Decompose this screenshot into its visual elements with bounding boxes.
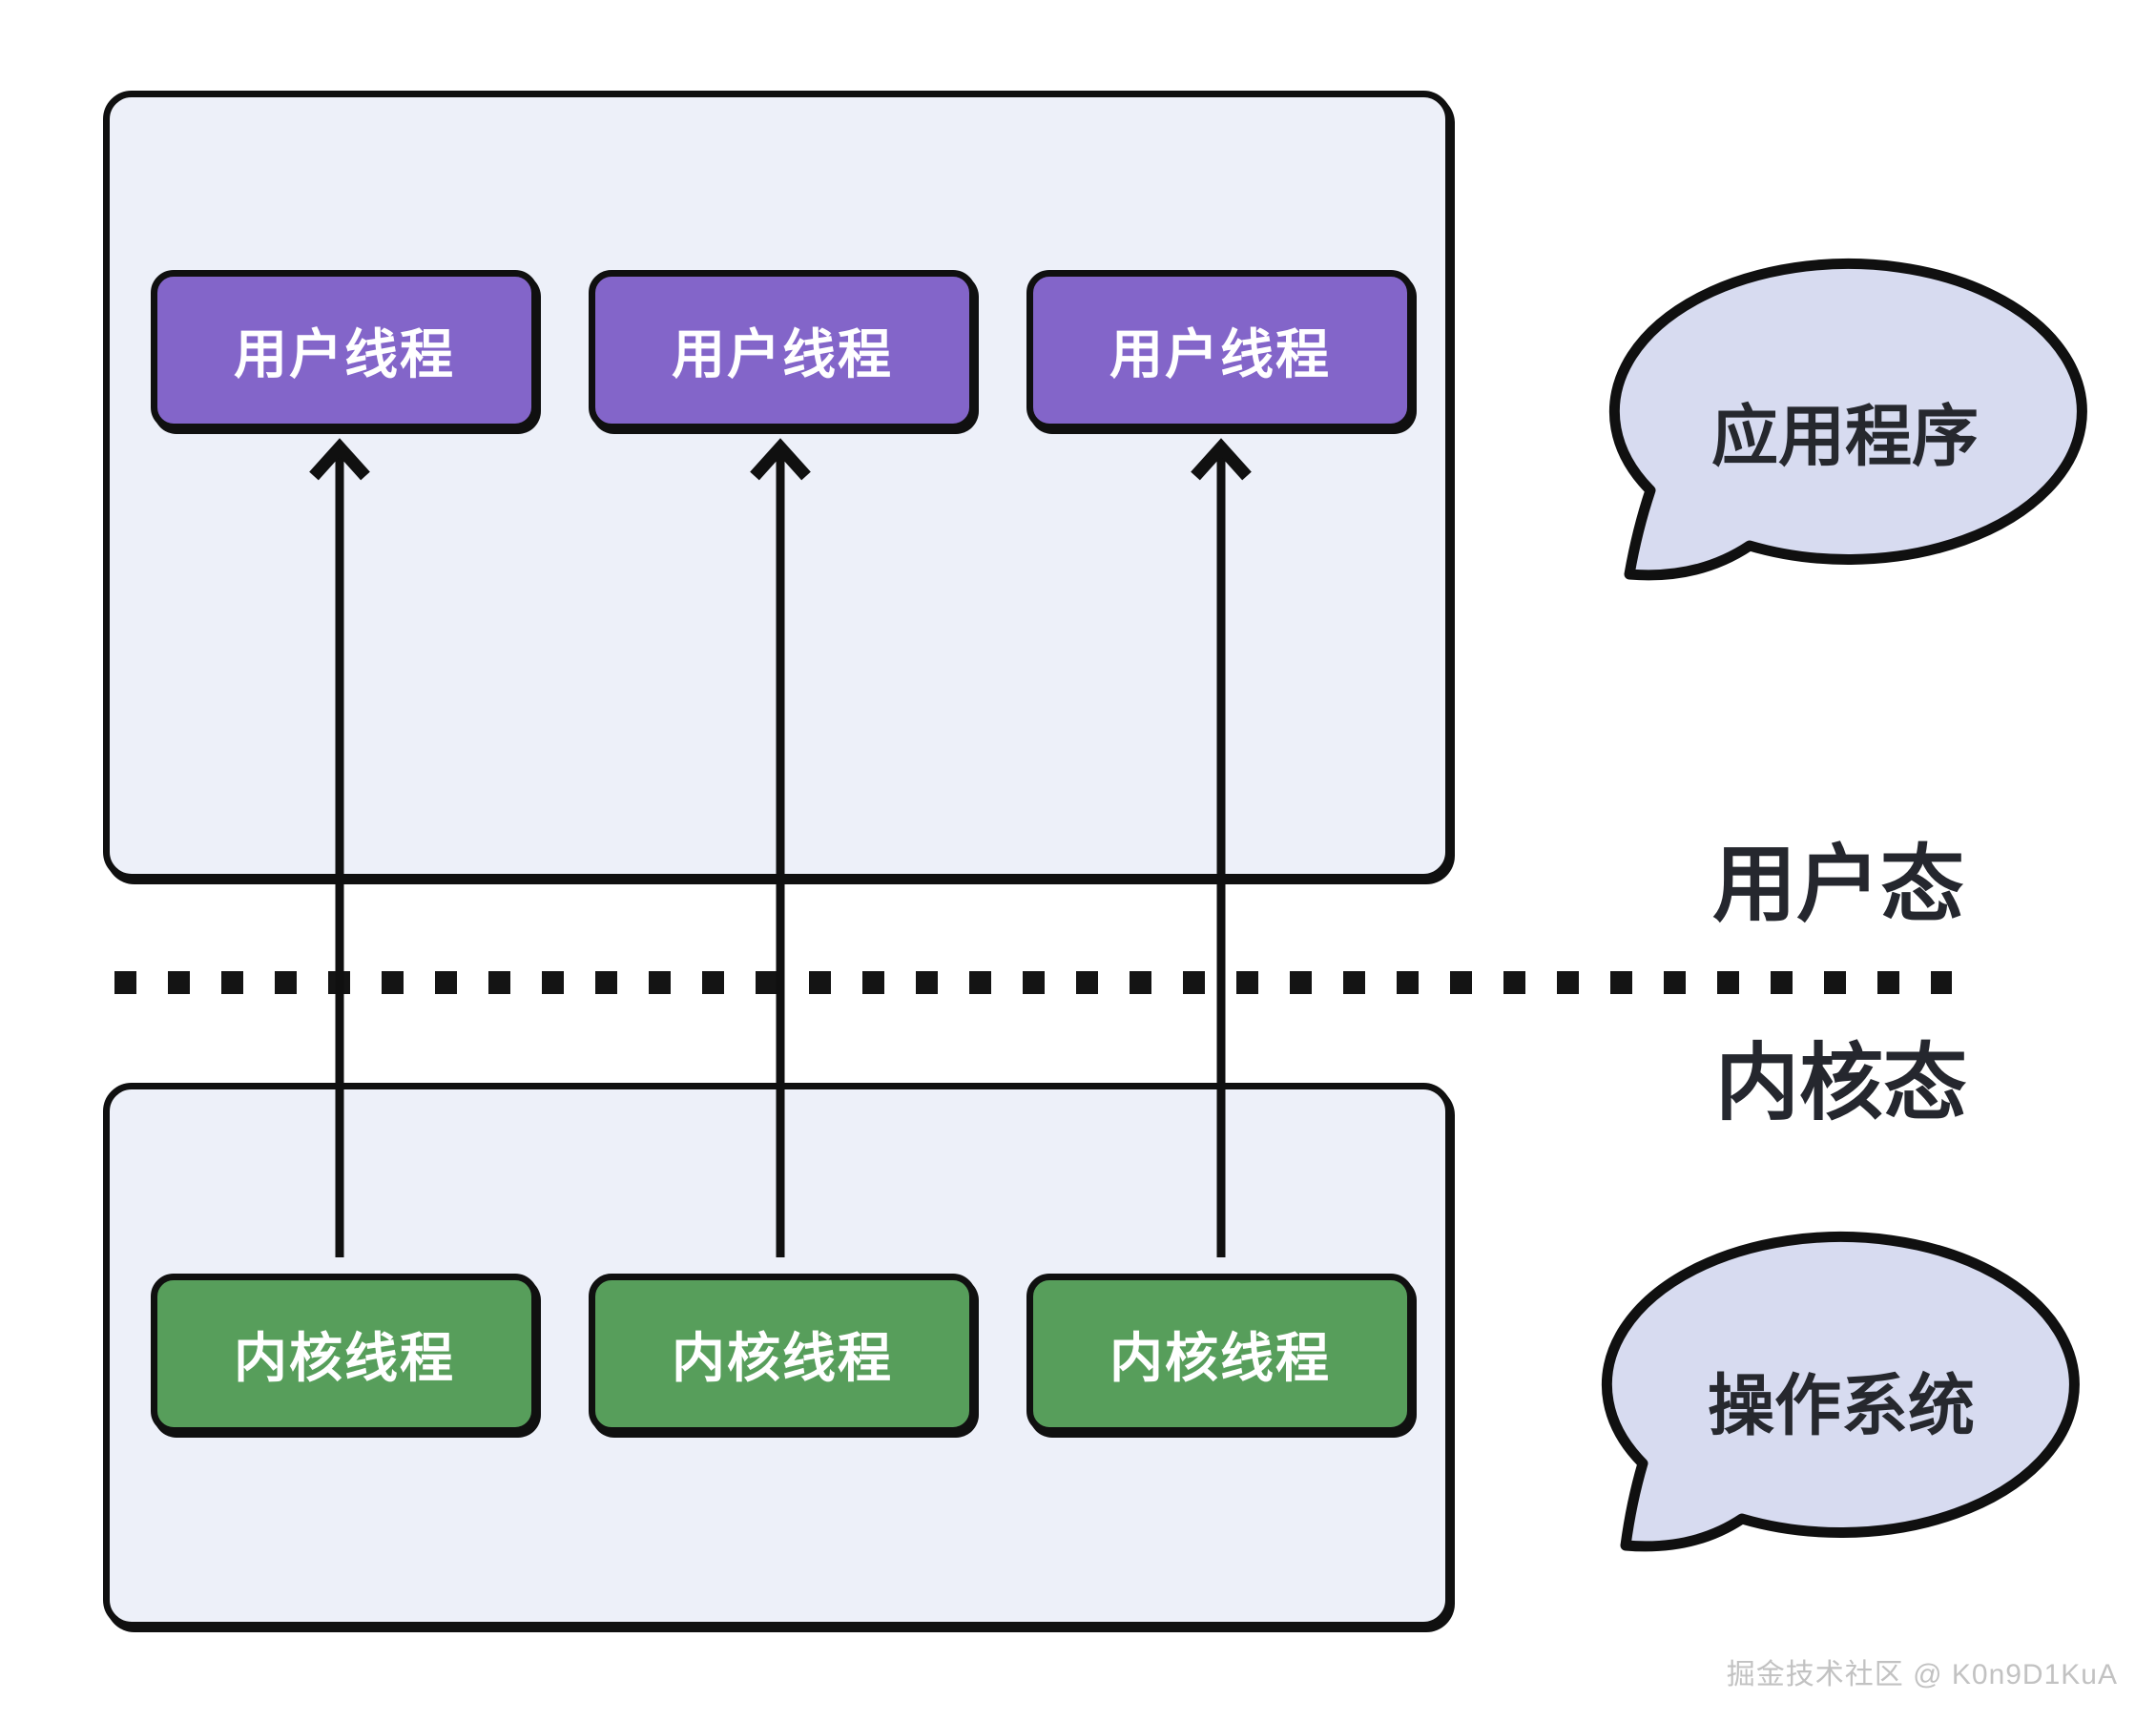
os-callout-label: 操作系统 [1708, 1368, 1975, 1443]
kernel-thread-box-3: 内核线程 [1026, 1274, 1414, 1434]
application-callout-label: 应用程序 [1711, 399, 1979, 474]
kernel-mode-label: 内核态 [1714, 1035, 1968, 1130]
watermark: 掘金技术社区 @ K0n9D1KuA [1726, 1659, 2118, 1690]
kernel-thread-box-2: 内核线程 [589, 1274, 976, 1434]
user-thread-box-1: 用户线程 [151, 270, 538, 430]
user-mode-label: 用户态 [1711, 837, 1965, 932]
mode-divider-dashed-line [114, 971, 1952, 994]
user-thread-box-3: 用户线程 [1026, 270, 1414, 430]
user-space-panel [103, 91, 1452, 881]
user-thread-box-2: 用户线程 [589, 270, 976, 430]
kernel-thread-box-1: 内核线程 [151, 1274, 538, 1434]
